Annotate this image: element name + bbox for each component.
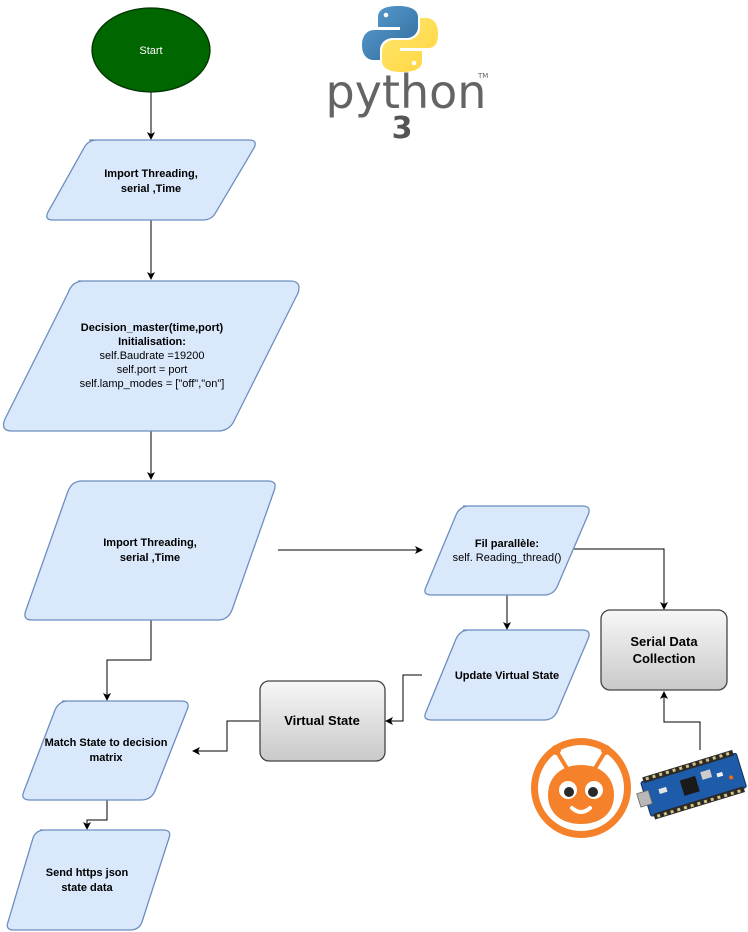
match-line2: matrix — [89, 752, 123, 764]
python-wordmark: python — [326, 65, 487, 119]
python-snake-icon — [362, 6, 438, 72]
import1-line2: serial ,Time — [121, 183, 181, 195]
edge-virtual-match — [192, 720, 259, 755]
send-line2: state data — [61, 882, 113, 894]
edge-match-send — [83, 800, 108, 830]
match-state-node: Match State to decision matrix — [22, 700, 189, 801]
import2-line1: Import Threading, — [103, 537, 197, 549]
import-node-1: Import Threading, serial ,Time — [46, 139, 256, 221]
start-label: Start — [139, 45, 162, 57]
decision-line1: self.Baudrate =19200 — [100, 350, 205, 362]
decision-title: Decision_master(time,port) — [81, 322, 224, 334]
arduino-nano-board — [636, 749, 747, 820]
edges — [83, 92, 701, 830]
decision-line3: self.lamp_modes = ["off","on"] — [80, 378, 225, 390]
update-virtual-node: Update Virtual State — [424, 629, 590, 721]
serial-line1: Serial Data — [630, 634, 698, 649]
match-line1: Match State to decision — [45, 737, 168, 749]
import1-line1: Import Threading, — [104, 168, 198, 180]
edge-import2-match — [103, 620, 152, 701]
virtual-state-node: Virtual State — [259, 680, 386, 762]
fil-parallele-node: Fil parallèle: self. Reading_thread() — [424, 505, 590, 596]
serial-line2: Collection — [633, 651, 696, 666]
fil-line1: self. Reading_thread() — [453, 552, 562, 564]
edge-update-virtual — [385, 674, 422, 725]
update-label: Update Virtual State — [455, 670, 559, 682]
platformio-icon — [531, 738, 631, 838]
python-trademark: TM — [477, 72, 488, 80]
decision-line2: self.port = port — [117, 364, 188, 376]
python-logo: python TM 3 — [326, 6, 488, 146]
python-version: 3 — [392, 111, 413, 146]
send-node: Send https json state data — [6, 829, 171, 931]
send-line1: Send https json — [46, 867, 129, 879]
import-node-2: Import Threading, serial ,Time — [24, 480, 276, 621]
decision-subtitle: Initialisation: — [118, 336, 186, 348]
edge-fil-serial — [567, 548, 668, 610]
start-node: Start — [91, 7, 211, 93]
decision-node: Decision_master(time,port) Initialisatio… — [2, 280, 300, 432]
serial-data-node: Serial Data Collection — [600, 609, 728, 691]
virtual-label: Virtual State — [284, 713, 360, 728]
edge-arduino-serial — [660, 691, 701, 750]
fil-title: Fil parallèle: — [475, 538, 539, 550]
import2-line2: serial ,Time — [120, 552, 180, 564]
